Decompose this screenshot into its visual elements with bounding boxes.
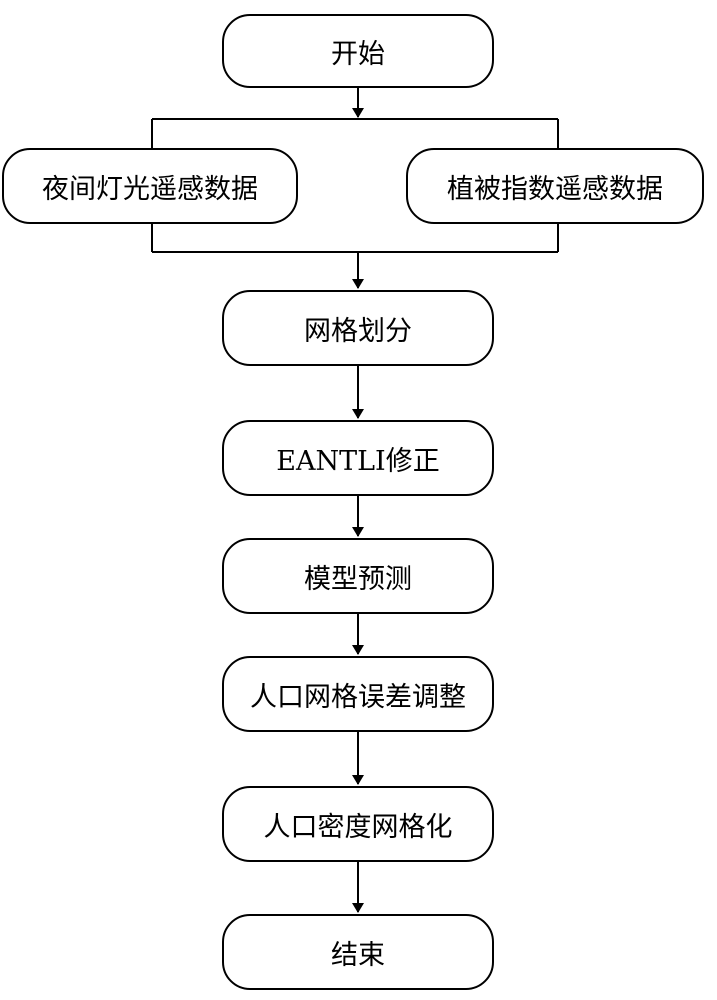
node-night-light-data: 夜间灯光遥感数据 bbox=[2, 148, 298, 224]
node-start: 开始 bbox=[222, 14, 494, 88]
node-population-grid-error-adjustment: 人口网格误差调整 bbox=[222, 656, 494, 732]
node-population-density-gridding: 人口密度网格化 bbox=[222, 786, 494, 862]
node-vegetation-index-data: 植被指数遥感数据 bbox=[406, 148, 704, 224]
node-grid-division: 网格划分 bbox=[222, 290, 494, 366]
node-model-prediction: 模型预测 bbox=[222, 538, 494, 614]
node-eantli-correction: EANTLI修正 bbox=[222, 420, 494, 496]
node-end: 结束 bbox=[222, 914, 494, 990]
